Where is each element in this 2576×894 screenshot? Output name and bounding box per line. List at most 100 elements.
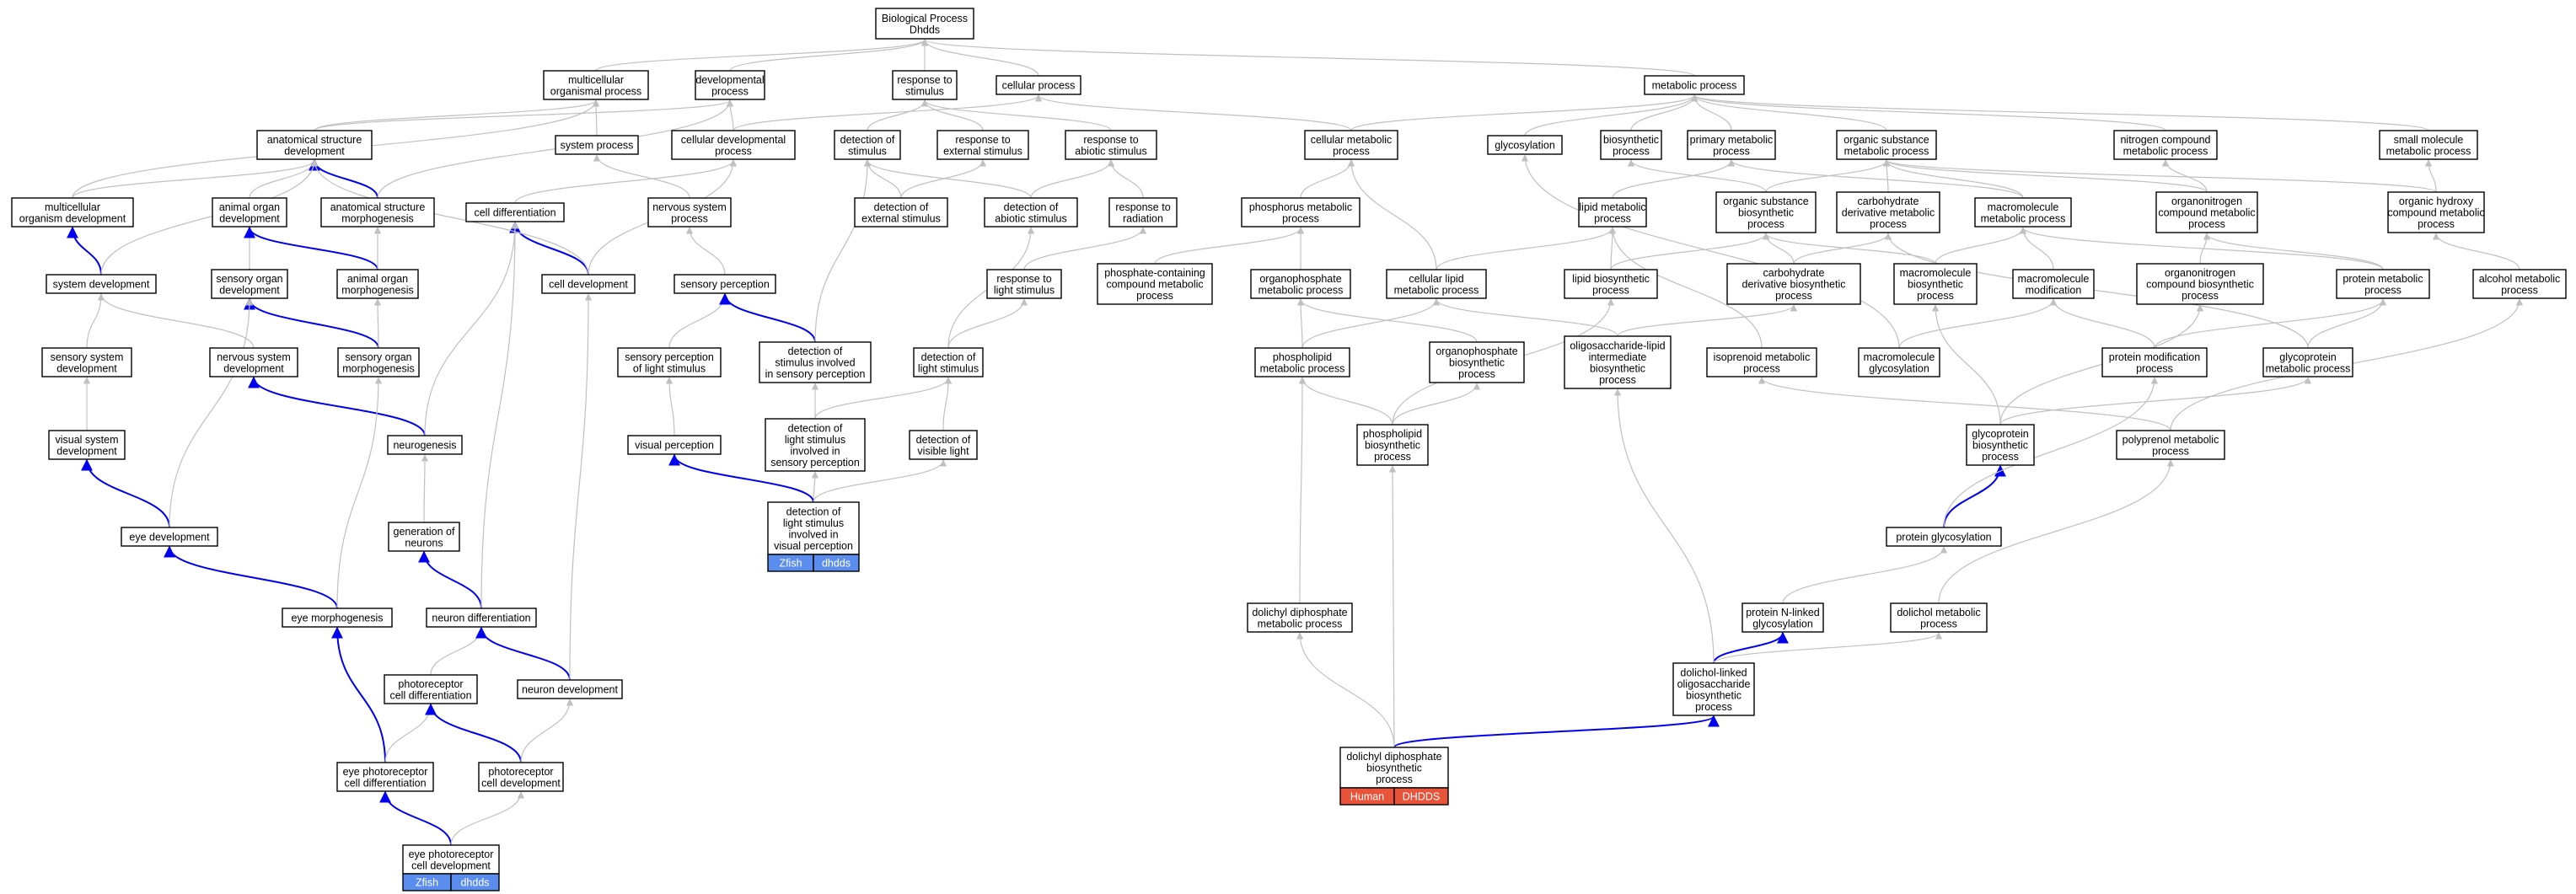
- node-visual-perc[interactable]: visual perception: [627, 435, 722, 455]
- node-cell-proc[interactable]: cellular process: [996, 75, 1081, 95]
- node-dolichyl-dp-bios[interactable]: dolichyl diphosphatebiosyntheticprocessH…: [1339, 747, 1449, 806]
- node-box: [1687, 130, 1776, 160]
- node-protein-glyco[interactable]: protein glycosylation: [1886, 527, 2002, 547]
- edge-glycoprotein_bios-to-organonitrogen_bios: [1999, 304, 2204, 426]
- node-glycosylation[interactable]: glycosylation: [1487, 135, 1563, 155]
- node-eye-morph[interactable]: eye morphogenesis: [282, 608, 393, 628]
- edge-sensory_perc-to-nervous_sys_proc: [685, 227, 726, 276]
- node-oligo-lipid-bios[interactable]: oligosaccharide-lipidintermediatebiosynt…: [1564, 335, 1672, 389]
- node-neuron-dev[interactable]: neuron development: [517, 679, 623, 699]
- edge-resp_light-to-resp_rad: [1023, 227, 1147, 270]
- node-box: [282, 608, 393, 628]
- node-neurogenesis[interactable]: neurogenesis: [387, 435, 463, 455]
- edge-photo_dev-to-neuron_dev: [520, 699, 574, 763]
- node-neuron-diff[interactable]: neuron differentiation: [426, 608, 537, 628]
- node-cell-diff[interactable]: cell differentiation: [465, 202, 565, 222]
- node-dolichol-oligo[interactable]: dolichol-linkedoligosaccharidebiosynthet…: [1672, 662, 1755, 716]
- node-metab[interactable]: metabolic process: [1644, 75, 1745, 95]
- node-label: response to: [1115, 201, 1170, 213]
- edge-dolichyl_dp_bios-to-phospholipid_bios: [1388, 465, 1397, 748]
- node-box: [555, 135, 639, 155]
- edge-sensory_organ_morph-to-sensory_organ_dev: [244, 297, 379, 349]
- node-cell-development[interactable]: cell development: [541, 274, 636, 294]
- node-eye-dev[interactable]: eye development: [121, 527, 218, 547]
- node-label: phosphate-containing: [1104, 267, 1205, 279]
- node-sys-proc[interactable]: system process: [555, 135, 639, 155]
- node-sys-dev[interactable]: system development: [46, 274, 157, 294]
- node-label: cellular process: [1002, 80, 1076, 92]
- edge-cell_lipid_metab-to-lipid_metab: [1436, 227, 1617, 270]
- node-sensory-perc[interactable]: sensory perception: [674, 274, 776, 294]
